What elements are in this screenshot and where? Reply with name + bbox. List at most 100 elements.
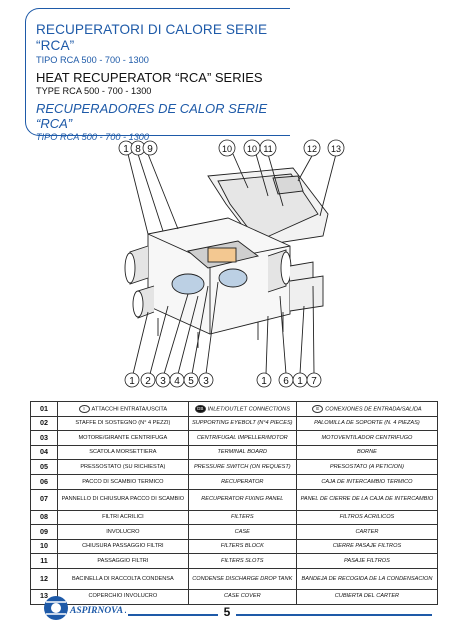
cell-english: SUPPORTING EYEBOLT (N°4 PIECES) (187, 415, 297, 432)
svg-text:6: 6 (283, 376, 289, 387)
callout-bottom-7: 7 (306, 372, 322, 388)
svg-text:7: 7 (311, 376, 317, 387)
cell-spanish-text: FILTROS ACRILICOS (339, 514, 395, 521)
cell-english-text: RECUPERATOR FIXING PANEL (201, 496, 284, 503)
row-number: 01 (30, 401, 58, 417)
callout-bottom-4: 4 (169, 372, 185, 388)
row-number: 10 (30, 538, 58, 555)
cell-italian: INVOLUCRO (57, 524, 189, 540)
callout-top-10a: 10 (218, 139, 236, 157)
cell-spanish-text: BANDEJA DE RECOGIDA DE LA CONDENSACION (301, 575, 433, 582)
cell-italian-text: BACINELLA DI RACCOLTA CONDENSA (71, 575, 174, 582)
svg-text:5: 5 (188, 376, 194, 387)
svg-text:1: 1 (261, 376, 267, 387)
cell-spanish-text: PALOMILLA DE SOPORTE (N. 4 PIEZAS) (314, 420, 420, 427)
cell-spanish-text: MOTOVENTILADOR CENTRIFUGO (321, 434, 413, 441)
callout-bottom-1c: 1 (292, 372, 308, 388)
row-number: 04 (30, 444, 58, 461)
svg-text:10: 10 (247, 144, 257, 154)
callout-top-1: 1 (118, 140, 134, 156)
cell-english: RECUPERATOR FIXING PANEL (187, 488, 297, 511)
row-number-text: 03 (40, 432, 48, 442)
cell-english-text: PRESSURE SWITCH (ON REQUEST) (193, 463, 291, 470)
cell-english: CENTRIFUGAL IMPELLER/MOTOR (187, 430, 297, 446)
svg-text:2: 2 (145, 376, 151, 387)
callout-bottom-6: 6 (278, 372, 294, 388)
cell-italian: MOTORE/GIRANTE CENTRIFUGA (57, 430, 189, 446)
title-english: HEAT RECUPERATOR “RCA” SERIES (36, 70, 263, 85)
cell-english-text: CASE COVER (223, 593, 261, 600)
callout-bottom-3a: 3 (155, 372, 171, 388)
svg-text:4: 4 (174, 376, 180, 387)
cell-italian-text: STAFFE DI SOSTEGNO (N° 4 PEZZI) (75, 420, 171, 427)
table-row: 02 STAFFE DI SOSTEGNO (N° 4 PEZZI) SUPPORT… (30, 415, 439, 432)
cell-spanish-text: CIERRE PASAJE FILTROS (332, 543, 402, 550)
cell-italian: PASSAGGIO FILTRI (57, 553, 189, 569)
row-number-text: 11 (40, 555, 48, 565)
row-number: 03 (30, 430, 58, 446)
subtitle-italian: TIPO RCA 500 - 700 - 1300 (36, 55, 149, 65)
callout-bottom-1a: 1 (124, 372, 140, 388)
header: RECUPERATORI DI CALORE SERIE “RCA” TIPO … (36, 22, 296, 143)
cell-italian-text: PRESSOSTATO (SU RICHIESTA) (80, 463, 166, 470)
cell-english-text: RECUPERATOR (221, 478, 264, 485)
cell-spanish: PALOMILLA DE SOPORTE (N. 4 PIEZAS) (295, 415, 439, 432)
cell-italian-text: INVOLUCRO (106, 528, 140, 535)
row-number-text: 04 (40, 447, 48, 457)
cell-italian-text: PASSAGGIO FILTRI (97, 557, 149, 564)
cell-spanish: PRESOSTATO (A PETICION) (295, 459, 439, 475)
cell-english: CASE (187, 524, 297, 540)
aspirnova-logo: ASPIRNOVA 2000 (44, 596, 126, 620)
svg-text:3: 3 (160, 376, 166, 387)
footer-rule (128, 614, 432, 616)
callout-top-12: 12 (303, 139, 321, 157)
cell-english: FILTERS SLOTS (187, 553, 297, 569)
cell-english: CASE COVER (187, 588, 297, 605)
title-spanish: RECUPERADORES DE CALOR SERIE “RCA” (36, 101, 268, 131)
cell-italian: SCATOLA MORSETTIERA (57, 444, 189, 461)
cell-italian: PRESSOSTATO (SU RICHIESTA) (57, 459, 189, 475)
cell-spanish-text: CAJA DE INTERCAMBIO TERMICO (321, 478, 413, 485)
language-flag-it: I (78, 404, 90, 413)
cell-english: FILTERS BLOCK (187, 538, 297, 555)
cell-english-text: CENTRIFUGAL IMPELLER/MOTOR (196, 434, 288, 441)
callout-top-10b: 10 (243, 139, 261, 157)
cell-spanish: BANDEJA DE RECOGIDA DE LA CONDENSACION (295, 567, 439, 590)
callout-top-11: 11 (259, 139, 277, 157)
svg-text:1: 1 (123, 144, 129, 155)
row-number-text: 01 (40, 403, 48, 413)
cell-spanish-text: CONEXIONES DE ENTRADA/SALIDA (325, 406, 422, 413)
svg-text:9: 9 (147, 144, 153, 155)
cell-spanish: FILTROS ACRILICOS (295, 509, 439, 526)
cell-italian: PACCO DI SCAMBIO TERMICO (57, 473, 189, 490)
header-frame (25, 8, 290, 136)
svg-text:10: 10 (222, 144, 232, 154)
cell-italian-text: ATTACCHI ENTRATA/USCITA (91, 406, 168, 413)
cell-spanish: CIERRE PASAJE FILTROS (295, 538, 439, 555)
table-row: 03 MOTORE/GIRANTE CENTRIFUGA CENTRIFUGAL I… (30, 430, 439, 446)
cell-english-text: FILTERS SLOTS (221, 557, 264, 564)
cell-spanish: CAJA DE INTERCAMBIO TERMICO (295, 473, 439, 490)
callout-top-9: 9 (142, 140, 158, 156)
unit-exploded-drawing: 1 8 9 10 10 11 12 13 1 2 3 4 5 3 1 6 1 7 (118, 139, 345, 388)
cell-english-text: SUPPORTING EYEBOLT (N°4 PIECES) (191, 420, 293, 427)
language-flag-en: GB (194, 404, 206, 413)
cell-english: CONDENSE DISCHARGE DROP TANK (187, 567, 297, 590)
svg-text:1: 1 (129, 376, 135, 387)
row-number: 08 (30, 509, 58, 526)
row-number-text: 02 (40, 418, 48, 428)
row-number-text: 07 (40, 494, 48, 504)
cell-italian-text: PACCO DI SCAMBIO TERMICO (82, 478, 164, 485)
cell-english: FILTERS (187, 509, 297, 526)
